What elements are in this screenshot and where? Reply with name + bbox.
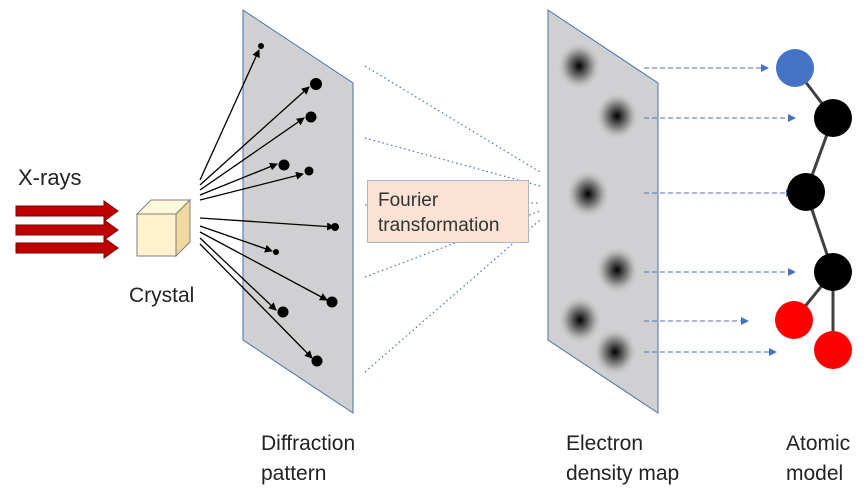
density-blob (558, 296, 602, 344)
atomic-caption-line2: model (786, 462, 844, 485)
density-blob (566, 170, 610, 218)
xray-arrow (15, 219, 119, 241)
atom-black-2 (787, 173, 825, 211)
atom-blue (776, 49, 814, 87)
diffraction-pattern-caption: Diffraction pattern (261, 429, 355, 489)
diffraction-rays (199, 49, 335, 359)
fourier-label-line1: Fourier (378, 190, 439, 211)
diffraction-spot (310, 78, 322, 90)
density-blob (595, 246, 639, 294)
electron-density-caption: Electron density map (566, 429, 679, 489)
crystal-label: Crystal (129, 284, 195, 307)
electron-caption-line2: density map (566, 462, 680, 485)
atom-red-1 (775, 301, 813, 339)
diffraction-spots (258, 43, 339, 367)
diffraction-panel (242, 9, 354, 414)
atoms (775, 49, 852, 369)
density-blob (595, 92, 639, 140)
atomic-caption-line1: Atomic (786, 432, 851, 455)
fourier-transformation-box: Fourier transformation (367, 180, 529, 243)
diffraction-spot (326, 296, 338, 308)
atom-red-2 (814, 331, 852, 369)
atom-black-3 (814, 253, 852, 291)
diffraction-spot (311, 355, 323, 367)
diffraction-spot (278, 159, 290, 171)
atom-black-1 (814, 99, 852, 137)
crystal-cube (135, 198, 192, 258)
diffraction-caption-line1: Diffraction (261, 432, 356, 455)
atomic-model-caption: Atomic model (786, 429, 850, 489)
electron-caption-line1: Electron (566, 432, 644, 455)
fourier-dotted-lines (364, 65, 541, 373)
diffraction-spot (304, 166, 314, 176)
mapping-arrows (644, 64, 796, 356)
density-blobs (557, 42, 639, 376)
diffraction-spot (305, 111, 317, 123)
diffraction-caption-line2: pattern (261, 462, 327, 485)
density-blob (557, 42, 601, 90)
diffraction-spot (273, 249, 279, 255)
fourier-label-line2: transformation (378, 215, 500, 236)
diffraction-spot (258, 43, 264, 49)
xray-arrow (15, 200, 119, 222)
diffraction-spot (331, 223, 339, 231)
diffraction-spot (277, 306, 289, 318)
xrays-label: X-rays (18, 165, 82, 190)
density-blob (593, 328, 637, 376)
xray-arrows (15, 200, 119, 259)
xray-arrow (15, 237, 119, 259)
